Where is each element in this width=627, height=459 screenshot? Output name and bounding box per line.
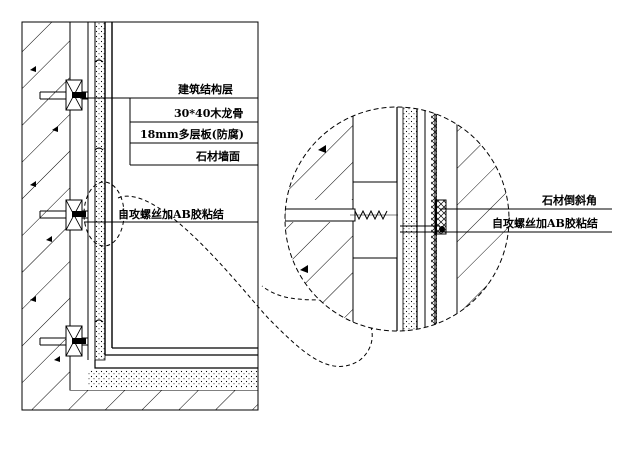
anchor-bottom [39, 319, 104, 357]
concrete-marks [30, 66, 60, 362]
multilayer-board [94, 21, 106, 361]
glue-bead [435, 199, 447, 235]
label-screw-glue-left: 自攻螺丝加AB胶粘结 [118, 207, 224, 221]
callout-small-circle [83, 181, 125, 247]
label-stone-wall: 石材墙面 [195, 149, 240, 163]
stone-base [94, 347, 258, 369]
anchor-middle [39, 147, 104, 231]
detail-circle: 石材倒斜角 自攻螺丝加AB胶粘结 [284, 106, 612, 332]
detail-circle-outline [284, 106, 510, 332]
left-section-view: 建筑结构层 30*40木龙骨 18mm多层板(防腐) 石材墙面 自攻螺丝加AB胶… [21, 21, 259, 411]
label-stone-chamfer: 石材倒斜角 [541, 193, 597, 207]
label-multilayer-board: 18mm多层板(防腐) [140, 127, 244, 141]
floor-screed [88, 370, 258, 388]
label-wood-keel: 30*40木龙骨 [174, 106, 243, 120]
anchor-top [39, 59, 104, 111]
label-screw-glue-right: 自攻螺丝加AB胶粘结 [492, 216, 598, 230]
label-structure-layer: 建筑结构层 [178, 82, 233, 96]
